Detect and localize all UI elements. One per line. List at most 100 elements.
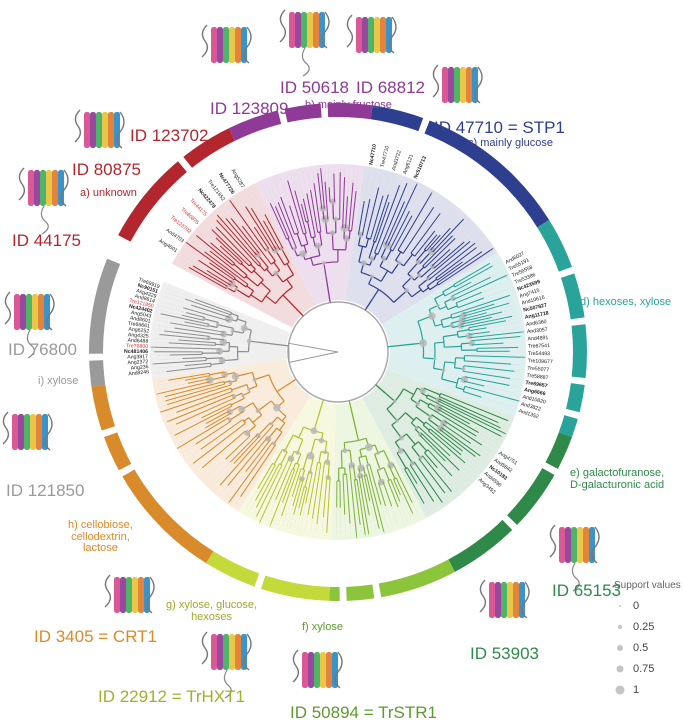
helix-shape xyxy=(454,67,460,103)
tree-branch xyxy=(183,307,229,322)
clade-ring-a xyxy=(118,128,235,242)
tree-branch xyxy=(471,342,504,346)
support-value-dot xyxy=(271,246,279,254)
loop-shape xyxy=(301,47,310,77)
tree-branch xyxy=(166,394,234,423)
protein-id-label: ID 121850 xyxy=(6,481,85,500)
tree-branch xyxy=(402,206,435,254)
legend-row: 0.5 xyxy=(614,637,682,658)
tree-branch xyxy=(385,249,392,261)
tree-branch xyxy=(393,290,408,303)
leaf-guide-line xyxy=(491,327,520,332)
tree-branch xyxy=(316,461,326,525)
tree-branch xyxy=(324,181,329,220)
tree-branch xyxy=(184,362,211,367)
tree-branch xyxy=(174,327,224,336)
clade-ring-f xyxy=(329,559,455,601)
tree-branch xyxy=(471,336,521,342)
tree-branch xyxy=(245,275,259,287)
tree-branch xyxy=(438,398,501,429)
leaf-guide-line xyxy=(163,296,190,305)
leaf-guide-line xyxy=(400,180,402,184)
leaf-guide-line xyxy=(477,437,495,448)
helix-shape xyxy=(313,12,319,48)
leaf-guide-line xyxy=(382,529,385,535)
leaf-guide-line xyxy=(492,271,503,277)
support-value-dot xyxy=(252,377,257,382)
leaf-guide-line xyxy=(360,526,362,534)
leaf-guide-line xyxy=(328,169,330,186)
protein-id-label: ID 47710 = STP1 xyxy=(434,118,565,137)
tree-branch xyxy=(265,342,289,347)
leaf-guide-line xyxy=(483,247,489,251)
support-value-dot xyxy=(465,332,473,340)
tree-branch xyxy=(365,455,369,465)
clade-sector-b xyxy=(255,163,365,306)
support-value-dot xyxy=(215,322,220,327)
leaf-guide-line xyxy=(156,325,173,328)
support-value-dot xyxy=(306,451,315,460)
support-value-dot xyxy=(398,435,404,441)
helix-shape xyxy=(386,17,392,53)
tree-branch xyxy=(427,406,477,437)
ring-gap xyxy=(88,353,105,361)
tree-branch xyxy=(409,464,435,502)
tree-branch xyxy=(455,302,459,308)
support-value-dot xyxy=(376,451,381,455)
leaf-guide-line xyxy=(353,169,355,181)
leaf-label: Nc507827 xyxy=(523,303,548,314)
loop-shape xyxy=(2,411,53,451)
leaf-guide-line xyxy=(471,424,499,440)
clade-ring-h xyxy=(91,384,214,564)
leaf-guide-line xyxy=(356,170,359,190)
tree-branch xyxy=(416,249,426,261)
tree-branch xyxy=(463,302,510,317)
tree-branch xyxy=(255,464,276,501)
clade-label-e: e) galactofuranose, D-galacturonic acid xyxy=(570,467,665,491)
leaf-guide-line xyxy=(248,502,255,513)
protein-structure-icon xyxy=(432,64,483,104)
tree-branch xyxy=(391,424,402,439)
tree-branch xyxy=(259,264,265,272)
support-value-dot xyxy=(395,419,399,423)
loop-shape xyxy=(26,329,35,359)
leaf-guide-line xyxy=(178,261,188,267)
tree-branch xyxy=(293,479,304,515)
helix-shape xyxy=(14,294,20,330)
helix-shape xyxy=(332,652,338,688)
tree-branch xyxy=(372,194,389,242)
leaf-guide-line xyxy=(378,174,383,186)
leaf-label: Ang7415 xyxy=(519,288,541,300)
tree-branch xyxy=(463,365,515,372)
helix-shape xyxy=(20,294,26,330)
helix-shape xyxy=(217,27,223,63)
leaf-guide-line xyxy=(269,522,272,528)
helix-shape xyxy=(132,577,138,613)
tree-branch xyxy=(365,238,369,248)
leaf-label: Ang11718 xyxy=(524,310,549,320)
leaf-guide-line xyxy=(182,255,206,270)
tree-branch xyxy=(230,434,258,463)
tree-branch xyxy=(184,321,209,328)
tree-branch xyxy=(440,316,452,321)
protein-structure-icons xyxy=(2,9,600,699)
loop-shape xyxy=(571,562,580,592)
support-value-dot xyxy=(238,405,246,414)
leaf-guide-line xyxy=(511,378,519,381)
tree-branch xyxy=(424,452,438,469)
tree-branch xyxy=(216,219,260,267)
tree-branch xyxy=(302,454,309,470)
tree-branch xyxy=(436,251,483,284)
tree-branch xyxy=(440,392,509,422)
leaf-guide-line xyxy=(251,190,265,213)
tree-branch xyxy=(342,474,346,515)
tree-branch xyxy=(229,200,267,251)
helix-shape xyxy=(589,527,595,563)
helix-shape xyxy=(36,414,42,450)
leaf-label: Nc510713 xyxy=(413,155,428,179)
leaf-guide-line xyxy=(385,507,393,527)
clade-ring-c xyxy=(370,105,550,228)
tree-branch xyxy=(276,386,285,393)
support-value-dot xyxy=(321,260,326,266)
tree-branch xyxy=(442,284,455,293)
